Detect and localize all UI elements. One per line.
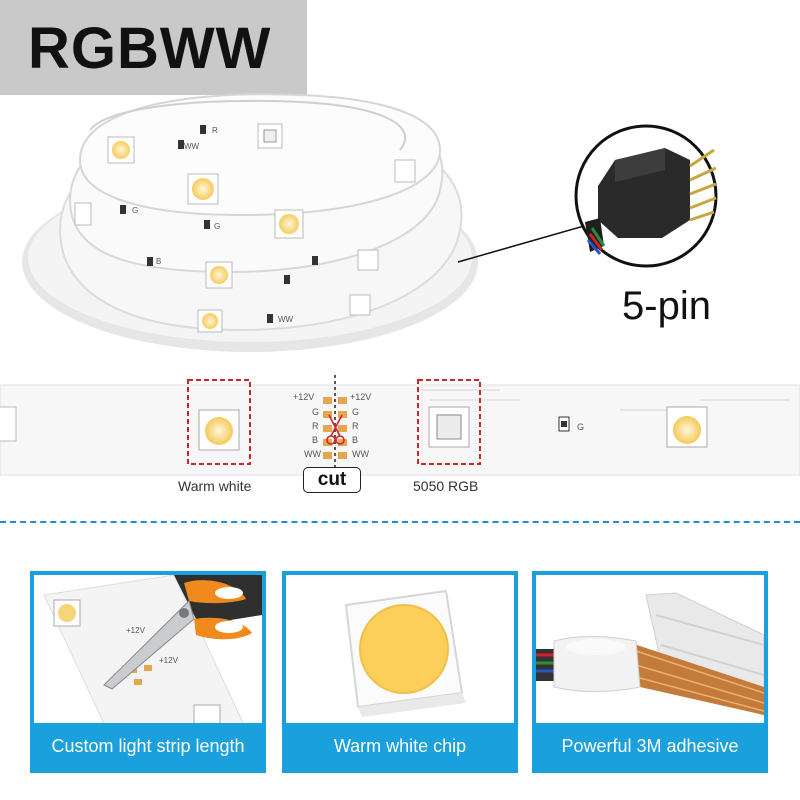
pad-label: B: [312, 435, 318, 445]
panel-caption: Powerful 3M adhesive: [536, 723, 764, 769]
cut-label: cut: [303, 467, 361, 493]
pad-label: +12V: [350, 392, 371, 402]
feature-panel-adhesive: Powerful 3M adhesive: [532, 571, 768, 773]
warm-white-chip-closeup: [344, 589, 466, 717]
scissors-cutting-strip: +12V +12V: [43, 575, 262, 735]
coil-warm-led: [107, 136, 304, 333]
pad-label: +12V: [159, 656, 179, 665]
pad-label: G: [577, 422, 584, 432]
connector-label: 5-pin: [622, 284, 711, 328]
pad-label: WW: [304, 449, 321, 459]
feature-panel-chip: Warm white chip: [282, 571, 518, 773]
section-divider: [0, 521, 800, 523]
warm-white-marker: [187, 379, 251, 465]
panel-caption: Warm white chip: [286, 723, 514, 769]
feature-panel-cut: +12V +12V Custom light strip length: [30, 571, 266, 773]
connector-inset: [574, 124, 718, 268]
title-banner: [0, 0, 307, 95]
pad-label: WW: [352, 449, 369, 459]
adhesive-backing-photo: [536, 592, 764, 716]
pad-label: R: [352, 421, 359, 431]
product-title: RGBWW: [28, 16, 272, 81]
panel-caption: Custom light strip length: [34, 723, 262, 769]
pad-label: G: [312, 407, 319, 417]
warm-white-label: Warm white: [178, 478, 252, 494]
pad-label: +12V: [293, 392, 314, 402]
pad-label: B: [352, 435, 358, 445]
pad-label: +12V: [126, 626, 146, 635]
straight-led-strip: +12V G R B WW +12V G R B WW G: [0, 375, 800, 476]
pad-label: G: [352, 407, 359, 417]
rgb-label: 5050 RGB: [413, 478, 479, 494]
coil-label: G: [214, 222, 220, 231]
pad-label: R: [312, 421, 319, 431]
coil-label: WW: [184, 142, 200, 151]
cut-scissors-icon: [326, 414, 345, 445]
coil-rgb-led: [74, 123, 416, 316]
coil-label: WW: [278, 315, 294, 324]
coiled-led-strip: R WW G G B WW: [22, 93, 718, 352]
coil-label: G: [132, 206, 138, 215]
rgb-marker: [417, 379, 481, 465]
coil-label: B: [156, 257, 161, 266]
coil-label: R: [212, 126, 218, 135]
